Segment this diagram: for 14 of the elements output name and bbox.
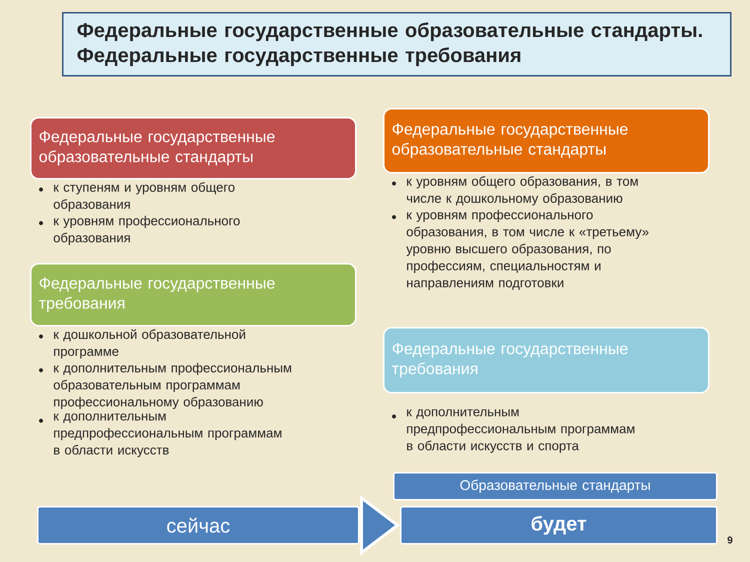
heading-box: Федеральные государственные образовательные стандарты <box>30 117 356 180</box>
section-bar: Образовательные стандарты <box>393 472 718 500</box>
heading-box: Федеральные государственные образовательные стандарты <box>383 108 710 174</box>
bullet-item: к уровням профессионального образования <box>54 216 240 245</box>
title-banner: Федеральные государственные образовательные стандарты. Федеральные государственные требования <box>62 12 732 76</box>
bar: сейчас <box>37 506 360 544</box>
bullet-item: к дошкольной образовательной программе <box>54 329 246 359</box>
heading-box: Федеральные государственные требования <box>383 327 710 394</box>
bullet-item: к дополнительным предпрофессиональным программам в области искусств и спорта <box>407 409 634 453</box>
bar: будет <box>400 506 718 544</box>
page-number: 9 <box>728 536 732 544</box>
bullet-item: к уровням профессионального образования, в том числе к «третьему» уровню высшего образования, по профессиям, специальностям и направлениям подготовки <box>406 210 648 290</box>
heading-box: Федеральные государственные требования <box>30 263 356 326</box>
bullet-item: к дополнительным предпрофессиональным программам в области искусств <box>54 413 282 458</box>
